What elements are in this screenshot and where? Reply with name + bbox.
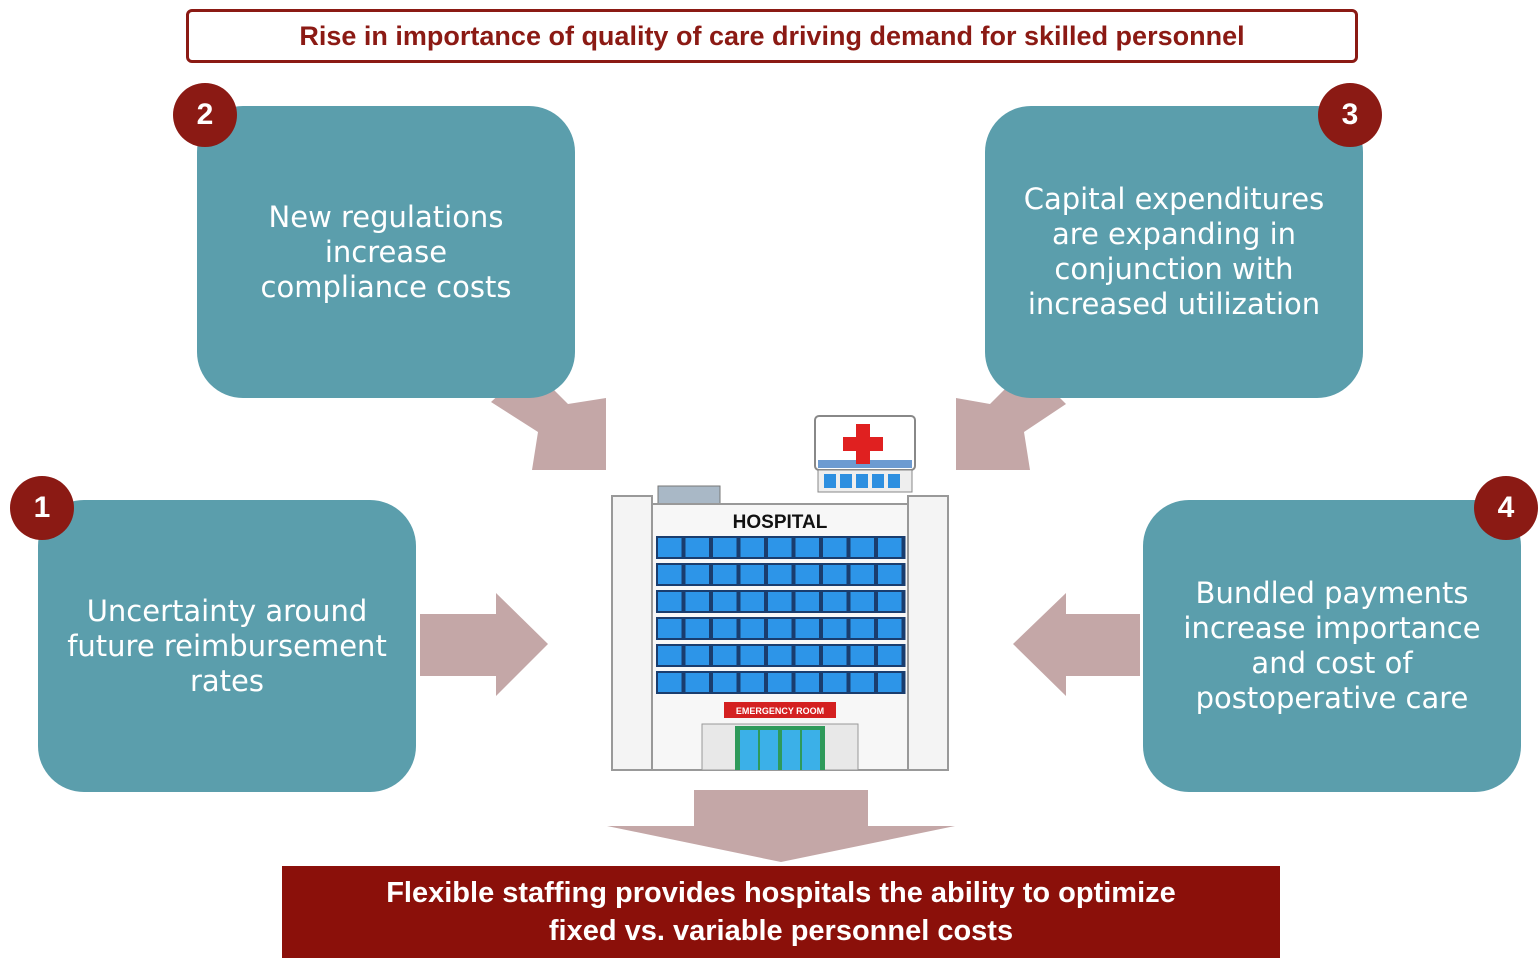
factor-tile-4: Bundled payments increase importance and… <box>1143 500 1521 792</box>
footer-line-2: fixed vs. variable personnel costs <box>548 915 1014 947</box>
hospital-window <box>740 673 764 692</box>
hospital-window <box>823 619 847 638</box>
hospital-window <box>685 592 709 611</box>
hospital-window <box>823 646 847 665</box>
hospital-window <box>823 565 847 584</box>
factor-badge-4: 4 <box>1474 476 1538 540</box>
hospital-window <box>823 538 847 557</box>
hospital-window <box>768 646 792 665</box>
hospital-illustration: HOSPITAL EMERGENCY ROOM <box>611 415 949 771</box>
hospital-window <box>878 538 902 557</box>
footer-line-1: Flexible staffing provides hospitals the… <box>386 877 1176 909</box>
hospital-window <box>685 646 709 665</box>
factor-badge-3: 3 <box>1318 83 1382 147</box>
hospital-window <box>795 538 819 557</box>
header-banner: Rise in importance of quality of care dr… <box>186 9 1358 63</box>
hospital-window <box>713 592 737 611</box>
hospital-window <box>795 592 819 611</box>
hospital-window <box>878 619 902 638</box>
factor-text-1: Uncertainty around future reimbursement … <box>67 593 387 698</box>
emergency-room-sign: EMERGENCY ROOM <box>736 706 824 716</box>
hospital-window <box>878 592 902 611</box>
hospital-window <box>823 592 847 611</box>
hospital-window <box>795 565 819 584</box>
factor-text-3: Capital expenditures are expanding in co… <box>1023 182 1325 321</box>
hospital-window <box>713 619 737 638</box>
header-text: Rise in importance of quality of care dr… <box>299 20 1245 51</box>
factor-badge-2: 2 <box>173 83 237 147</box>
hospital-window <box>878 565 902 584</box>
hospital-window <box>878 673 902 692</box>
hospital-window <box>878 646 902 665</box>
hospital-window <box>850 673 874 692</box>
hospital-window <box>685 619 709 638</box>
hospital-window <box>740 592 764 611</box>
hospital-building-icon: HOSPITAL EMERGENCY ROOM <box>610 412 950 772</box>
factor-text-2: New regulations increase compliance cost… <box>260 199 512 304</box>
hospital-window <box>658 565 682 584</box>
hospital-window <box>713 538 737 557</box>
hospital-window <box>658 619 682 638</box>
hospital-window <box>685 538 709 557</box>
hospital-window <box>685 673 709 692</box>
hospital-window <box>768 565 792 584</box>
hospital-window <box>850 619 874 638</box>
factor-tile-3: Capital expenditures are expanding in co… <box>985 106 1363 398</box>
arrow-from-factor-4 <box>1013 593 1140 696</box>
hospital-window <box>768 673 792 692</box>
hospital-window <box>713 673 737 692</box>
hospital-window <box>795 619 819 638</box>
hospital-window <box>740 565 764 584</box>
hospital-window <box>740 646 764 665</box>
factor-tile-1: Uncertainty around future reimbursement … <box>38 500 416 792</box>
hospital-window <box>685 565 709 584</box>
hospital-sign: HOSPITAL <box>733 512 828 533</box>
hospital-window <box>795 646 819 665</box>
hospital-window <box>740 538 764 557</box>
hospital-window <box>658 673 682 692</box>
footer-banner: Flexible staffing provides hospitals the… <box>282 866 1280 958</box>
hospital-window <box>658 646 682 665</box>
hospital-window <box>850 592 874 611</box>
arrow-to-footer <box>607 790 955 862</box>
hospital-window <box>823 673 847 692</box>
hospital-window <box>850 538 874 557</box>
arrow-from-factor-1 <box>420 593 548 696</box>
hospital-window <box>658 592 682 611</box>
hospital-window <box>768 538 792 557</box>
hospital-window <box>713 646 737 665</box>
hospital-window <box>658 538 682 557</box>
hospital-window <box>768 592 792 611</box>
hospital-window <box>850 565 874 584</box>
factor-badge-1: 1 <box>10 476 74 540</box>
hospital-window <box>740 619 764 638</box>
factor-text-4: Bundled payments increase importance and… <box>1183 576 1481 715</box>
hospital-window <box>795 673 819 692</box>
hospital-window <box>850 646 874 665</box>
factor-tile-2: New regulations increase compliance cost… <box>197 106 575 398</box>
hospital-window <box>768 619 792 638</box>
hospital-window <box>713 565 737 584</box>
